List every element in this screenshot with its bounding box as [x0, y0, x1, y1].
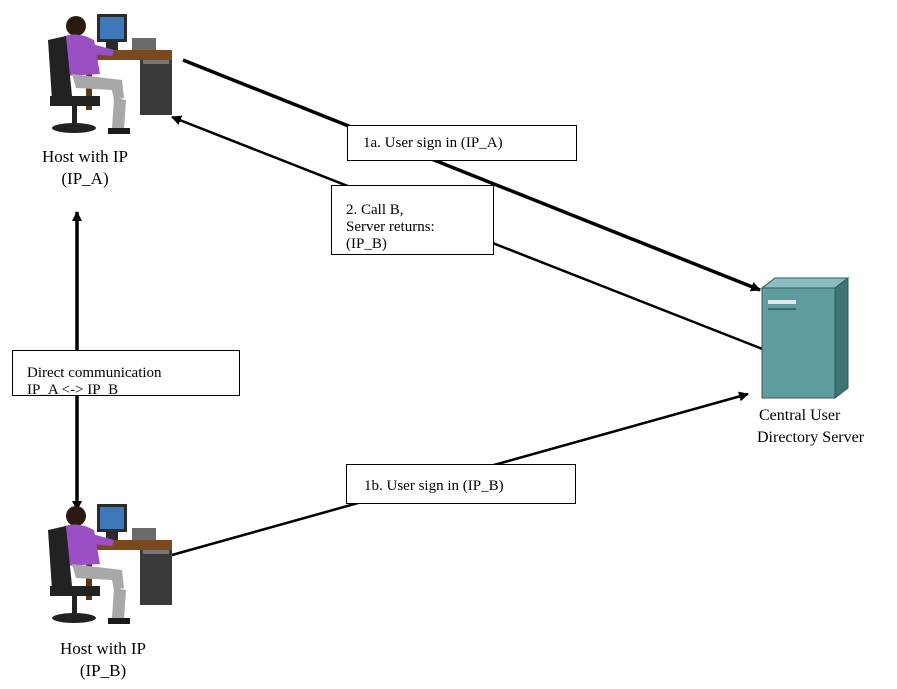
workstation-icon-host-a: [48, 14, 172, 134]
label-call-b-line2: Server returns:: [346, 219, 435, 235]
label-direct-line1: Direct communication: [27, 365, 162, 381]
label-sign-in-b-text: 1b. User sign in (IP_B): [364, 478, 504, 494]
arrow-sign-in-a: [182, 58, 761, 292]
host-a-label: Host with IP (IP_A): [10, 146, 160, 190]
server-label-line2: Directory Server: [757, 429, 865, 446]
host-a-label-line1: Host with IP: [42, 147, 128, 166]
label-sign-in-a: 1a. User sign in (IP_A): [347, 125, 577, 161]
label-call-b-line1: 2. Call B,: [346, 202, 404, 218]
host-b-label-line2: (IP_B): [79, 661, 127, 680]
host-a-label-line2: (IP_A): [61, 169, 109, 188]
label-call-b: 2. Call B, Server returns: (IP_B): [331, 185, 494, 255]
host-b-label: Host with IP (IP_B): [28, 638, 178, 682]
label-sign-in-b: 1b. User sign in (IP_B): [346, 464, 576, 504]
label-direct-communication: Direct communication IP_A <-> IP_B: [12, 350, 240, 398]
workstation-icon-host-b: [48, 504, 172, 624]
label-direct-line2: IP_A <-> IP_B: [27, 382, 119, 398]
label-call-b-line3: (IP_B): [346, 236, 387, 252]
host-b-label-line1: Host with IP: [60, 639, 146, 658]
label-sign-in-a-text: 1a. User sign in (IP_A): [363, 135, 503, 151]
server-tower-icon: [760, 276, 850, 400]
server-label: Central User Directory Server: [757, 405, 895, 449]
server-label-line1: Central User: [759, 407, 841, 424]
